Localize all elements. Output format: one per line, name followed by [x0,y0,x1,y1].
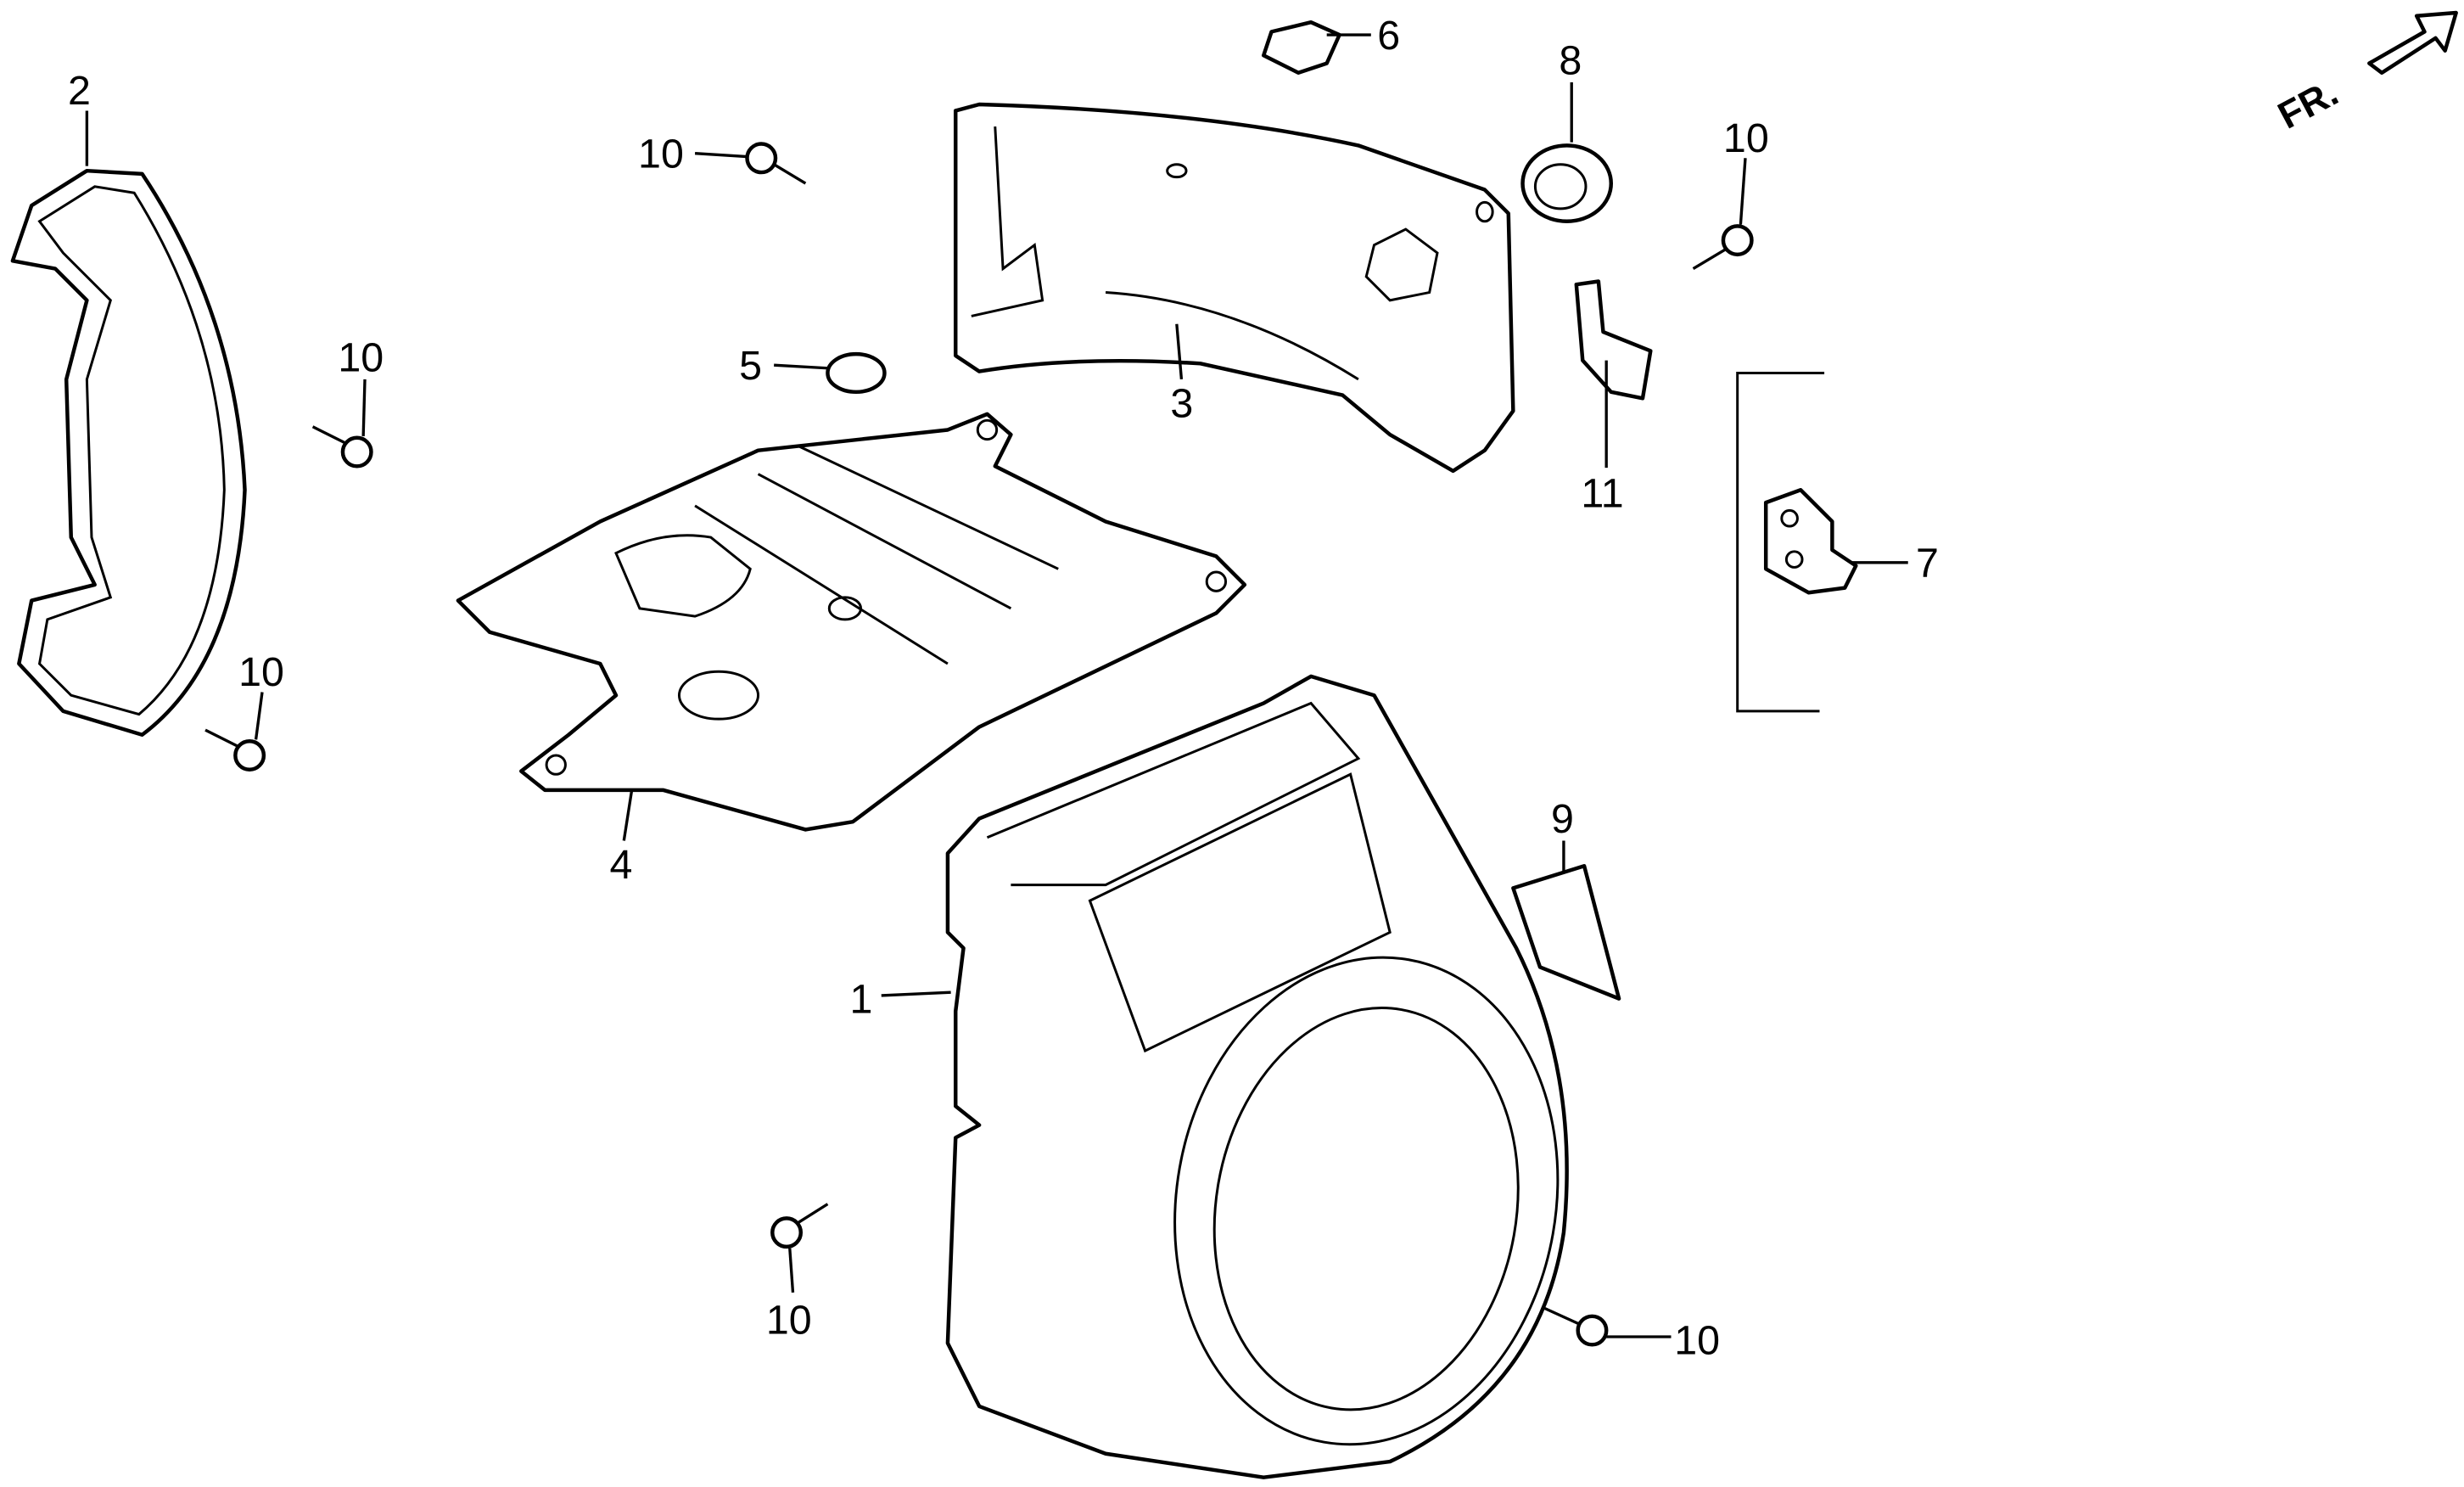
callout-10: 10 [338,335,384,381]
part-5-plug [826,351,887,395]
part-2-side-cover [10,168,247,737]
callout-4: 4 [610,842,633,888]
part-6-clip [1261,20,1341,76]
bolt-icon [311,425,373,469]
part-11-clip [1574,279,1653,401]
callout-10: 10 [1674,1317,1720,1363]
callout-10: 10 [638,131,684,177]
part-7-bracket [1736,371,1858,713]
bolt-icon [770,1203,829,1249]
part-9-label [1511,864,1621,1001]
callout-1: 1 [850,976,873,1022]
callout-10: 10 [1723,115,1769,161]
bolt-icon [1543,1306,1609,1347]
part-1-fan-housing [945,674,1569,1479]
part-4-top-plate [456,412,1247,832]
leader-lines [85,33,1908,1338]
front-direction-arrow: FR. [2271,10,2458,137]
bolt-icon [204,728,266,772]
callout-11: 11 [1581,471,1623,517]
bolt-icon [1692,224,1754,271]
callout-6: 6 [1377,13,1400,59]
callout-7: 7 [1916,541,1939,586]
callout-5: 5 [739,343,762,389]
fr-label: FR. [2271,72,2345,137]
callout-10: 10 [238,649,284,695]
part-8-grommet [1520,143,1614,223]
part-3-upper-shroud [953,102,1515,474]
bolt-icon [745,142,807,185]
callout-8: 8 [1559,38,1582,84]
callout-3: 3 [1170,381,1193,427]
callout-9: 9 [1551,796,1574,842]
callout-2: 2 [68,68,91,114]
callout-10: 10 [766,1297,812,1343]
